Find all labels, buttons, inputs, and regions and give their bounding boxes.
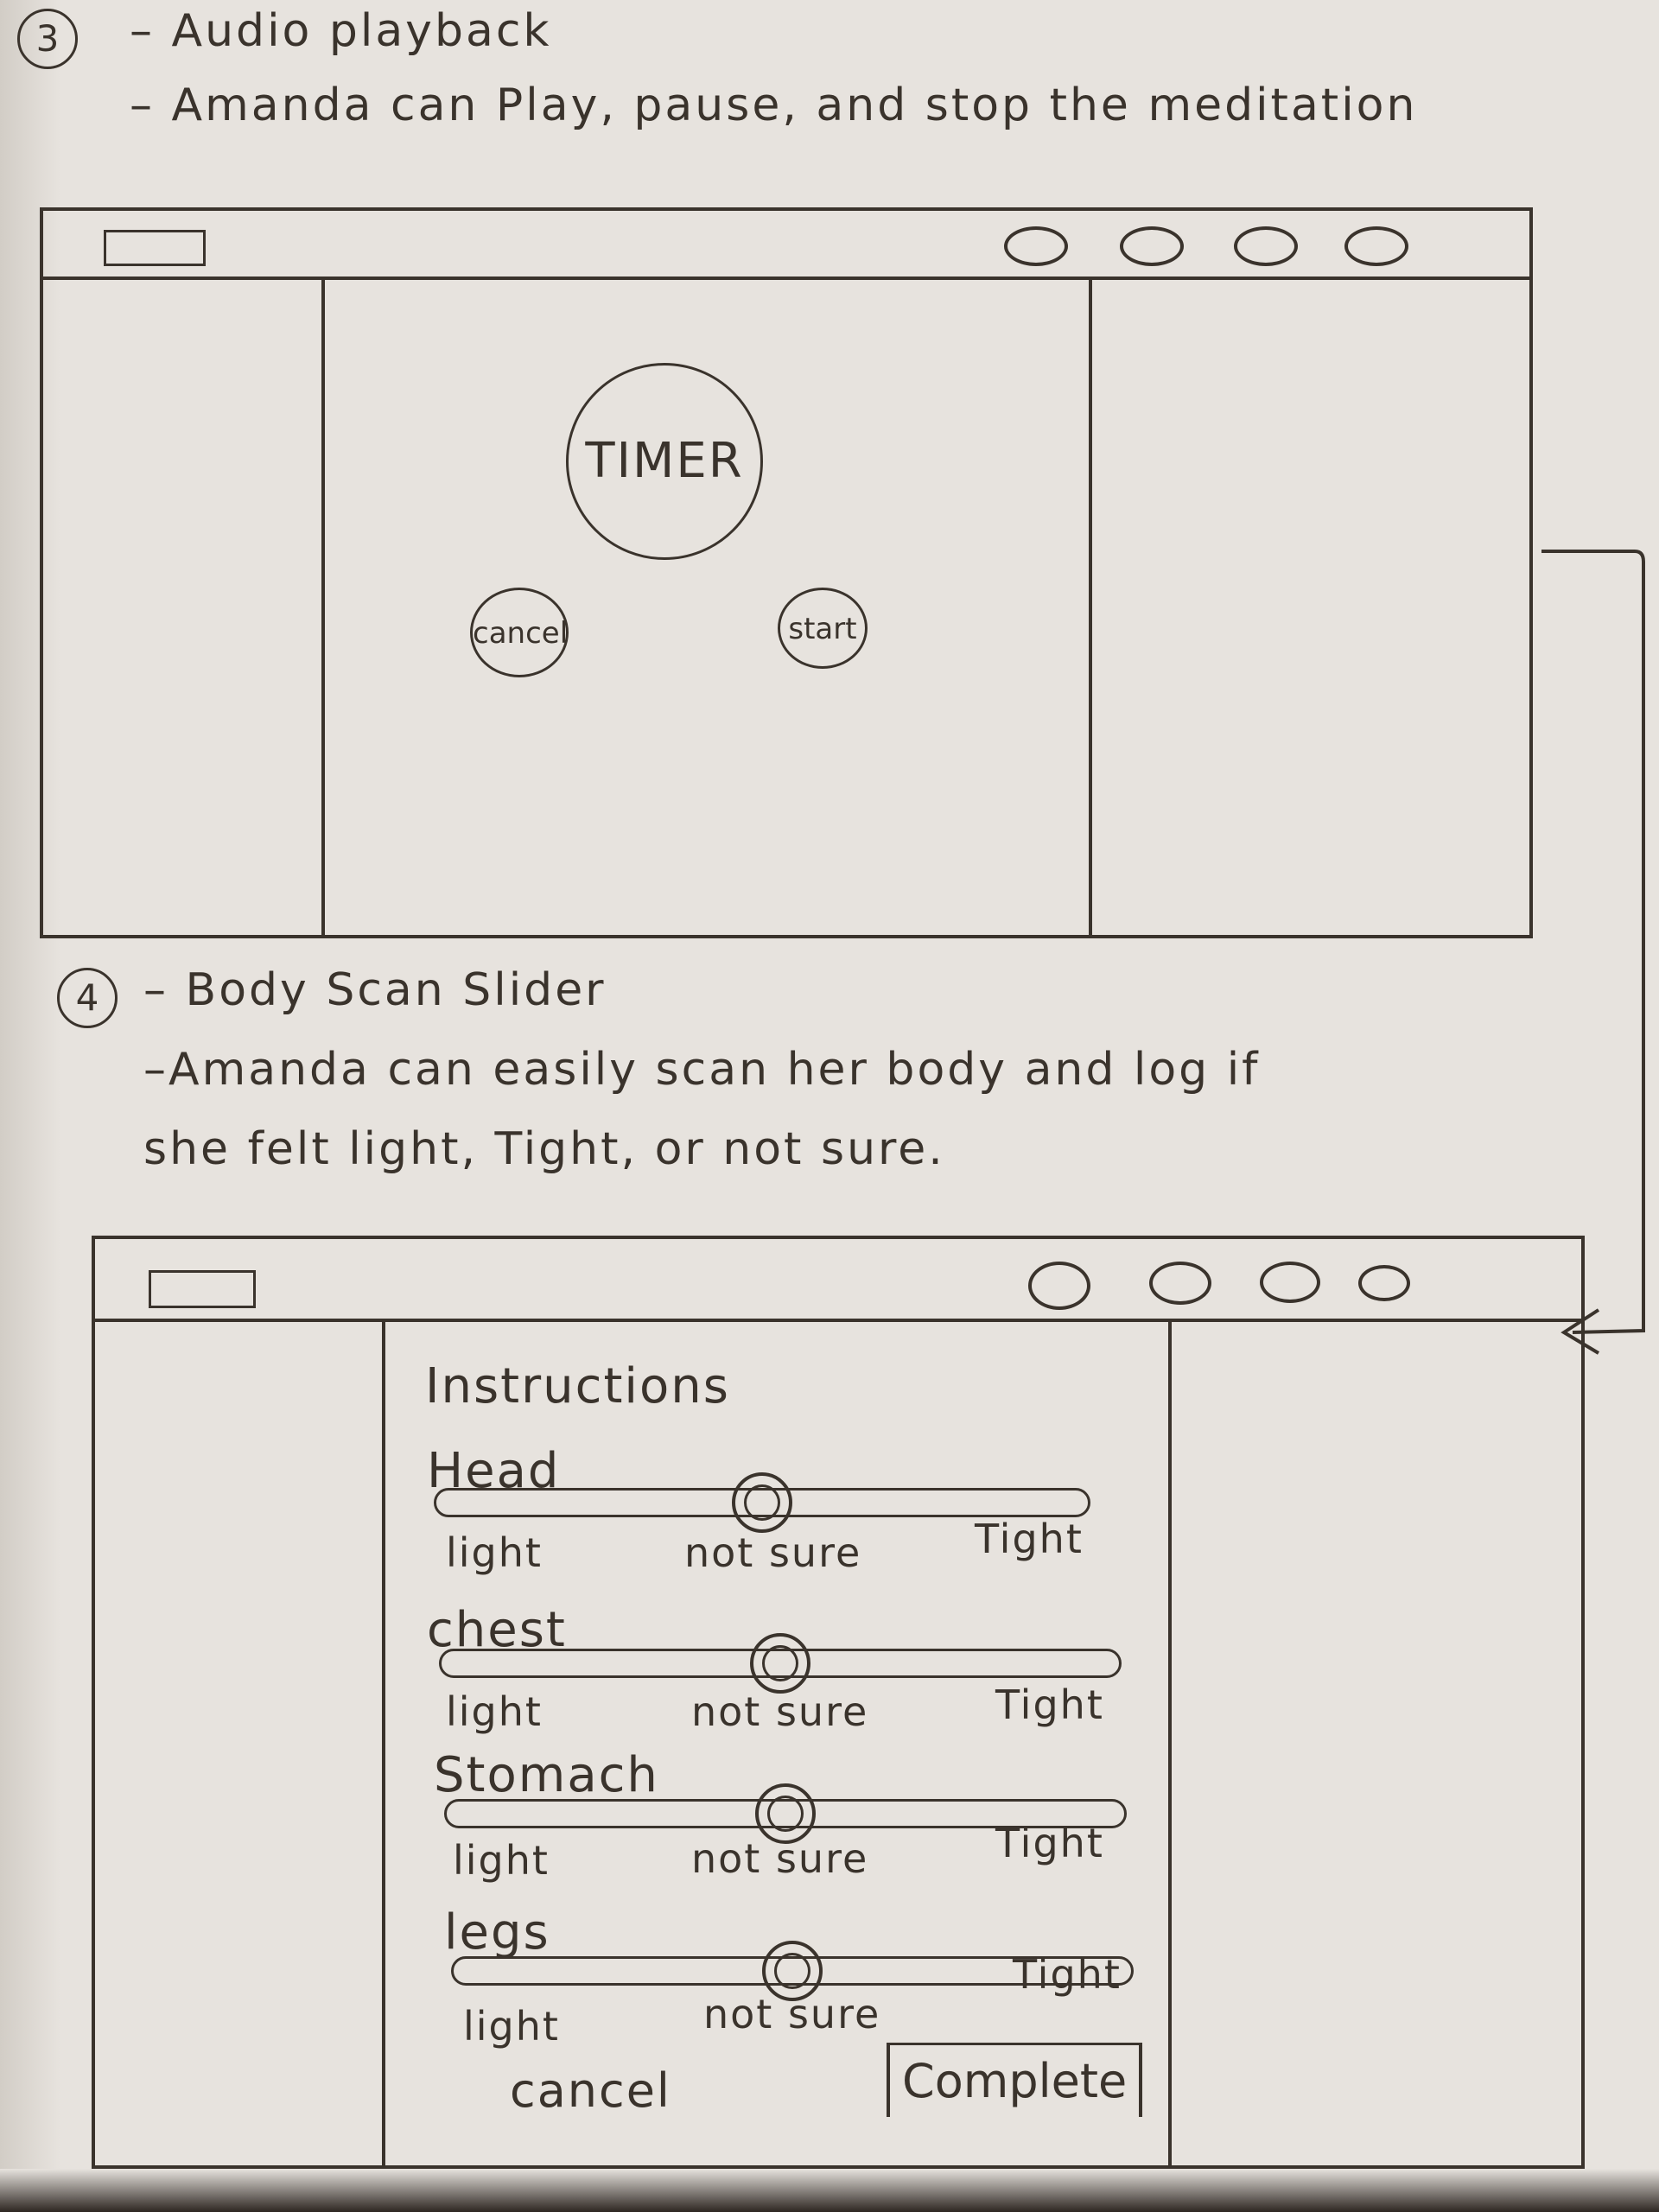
- step-3-number: 3: [17, 9, 78, 69]
- paper-bottom-shadow: [0, 2169, 1659, 2212]
- timer-display: TIMER: [566, 363, 763, 560]
- body-scan-screen-titlebar: [95, 1239, 1581, 1322]
- complete-button-label: Complete: [902, 2054, 1128, 2108]
- window-control-icon[interactable]: [1028, 1262, 1090, 1310]
- chest-not-sure-label: not sure: [691, 1688, 869, 1735]
- window-control-icon[interactable]: [1004, 226, 1068, 266]
- stomach-not-sure-label: not sure: [691, 1835, 869, 1882]
- window-control-icon[interactable]: [1120, 226, 1184, 266]
- chest-light-label: light: [446, 1688, 543, 1735]
- step-4-number: 4: [57, 968, 118, 1028]
- window-control-icon[interactable]: [1260, 1262, 1320, 1303]
- head-not-sure-label: not sure: [684, 1529, 862, 1576]
- left-panel-divider: [382, 1322, 385, 2165]
- cancel-button[interactable]: cancel: [510, 2063, 671, 2118]
- cancel-button[interactable]: cancel: [470, 588, 569, 677]
- window-control-icon[interactable]: [1344, 226, 1408, 266]
- start-button-label: start: [788, 612, 857, 646]
- legs-tight-label: Tight: [1013, 1951, 1122, 1998]
- window-control-icon[interactable]: [1234, 226, 1298, 266]
- paper-edge-shadow: [0, 0, 60, 2212]
- head-slider-thumb[interactable]: [732, 1472, 792, 1533]
- legs-light-label: light: [463, 2003, 560, 2050]
- slider-label-legs: legs: [444, 1904, 550, 1961]
- timer-label: TIMER: [585, 433, 744, 489]
- step-3-title: – Audio playback: [130, 5, 552, 57]
- instructions-heading: Instructions: [425, 1358, 730, 1414]
- window-icon: [104, 230, 206, 266]
- slider-label-stomach: Stomach: [434, 1747, 659, 1803]
- timer-screen-titlebar: [43, 211, 1529, 280]
- left-panel-divider: [321, 280, 325, 935]
- legs-slider-thumb[interactable]: [762, 1941, 823, 2001]
- stomach-tight-label: Tight: [995, 1820, 1104, 1866]
- chest-slider-thumb[interactable]: [750, 1633, 810, 1694]
- step-4-description-line1: –Amanda can easily scan her body and log…: [143, 1044, 1261, 1096]
- stomach-light-label: light: [453, 1837, 550, 1884]
- body-scan-screen-frame: Instructions Head light not sure Tight c…: [92, 1236, 1585, 2169]
- step-4-title: – Body Scan Slider: [143, 964, 607, 1016]
- window-icon: [149, 1270, 256, 1308]
- right-panel-divider: [1089, 280, 1092, 935]
- head-light-label: light: [446, 1529, 543, 1576]
- legs-not-sure-label: not sure: [703, 1991, 881, 2037]
- step-4-description-line2: she felt light, Tight, or not sure.: [143, 1123, 945, 1175]
- step-3-description: – Amanda can Play, pause, and stop the m…: [130, 79, 1418, 131]
- head-tight-label: Tight: [975, 1516, 1084, 1562]
- stomach-slider-thumb[interactable]: [755, 1783, 816, 1844]
- window-control-icon[interactable]: [1149, 1262, 1211, 1305]
- cancel-button-label: cancel: [473, 616, 569, 651]
- start-button[interactable]: start: [778, 588, 868, 669]
- right-panel-divider: [1168, 1322, 1172, 2165]
- complete-button[interactable]: Complete: [887, 2043, 1143, 2117]
- timer-screen-frame: TIMER cancel start: [40, 207, 1533, 938]
- window-control-icon[interactable]: [1358, 1265, 1410, 1301]
- chest-tight-label: Tight: [995, 1681, 1104, 1728]
- flow-arrow: [1541, 550, 1645, 1355]
